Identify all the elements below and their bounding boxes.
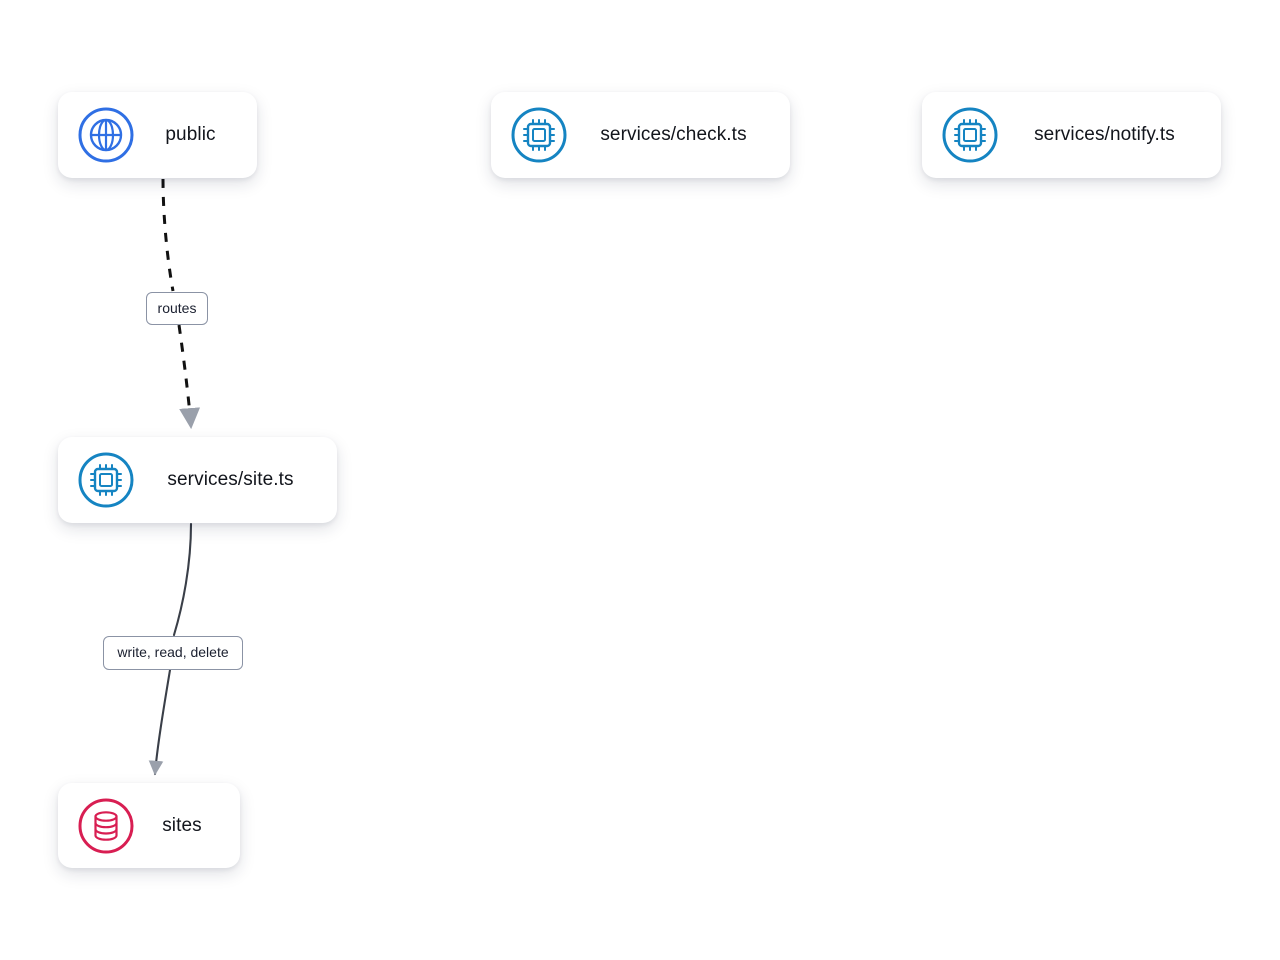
edge-services-site-to-sites-lower <box>148 668 172 776</box>
edge-label-routes-text: routes <box>157 299 197 316</box>
globe-icon <box>75 104 137 166</box>
node-label-services-notify: services/notify.ts <box>1034 124 1175 145</box>
edge-public-to-services-site-lower <box>177 324 201 430</box>
chip-icon <box>939 104 1001 166</box>
edge-label-write-read-delete[interactable]: write, read, delete <box>103 636 243 670</box>
edge-label-routes[interactable]: routes <box>146 292 208 325</box>
edge-label-write-read-delete-text: write, read, delete <box>117 644 229 661</box>
chip-icon <box>508 104 570 166</box>
database-icon <box>75 795 137 857</box>
node-services-notify[interactable]: services/notify.ts <box>922 92 1221 178</box>
node-label-sites: sites <box>162 814 202 836</box>
edge-services-site-to-sites-upper <box>172 522 193 637</box>
node-label-services-check: services/check.ts <box>600 124 747 145</box>
node-label-public: public <box>165 124 216 145</box>
edge-public-to-services-site-upper <box>161 178 175 292</box>
node-services-check[interactable]: services/check.ts <box>491 92 790 178</box>
node-label-services-site: services/site.ts <box>167 469 294 490</box>
node-public[interactable]: public <box>58 92 257 178</box>
node-sites[interactable]: sites <box>58 783 240 868</box>
chip-icon <box>75 449 137 511</box>
node-services-site[interactable]: services/site.ts <box>58 437 337 523</box>
